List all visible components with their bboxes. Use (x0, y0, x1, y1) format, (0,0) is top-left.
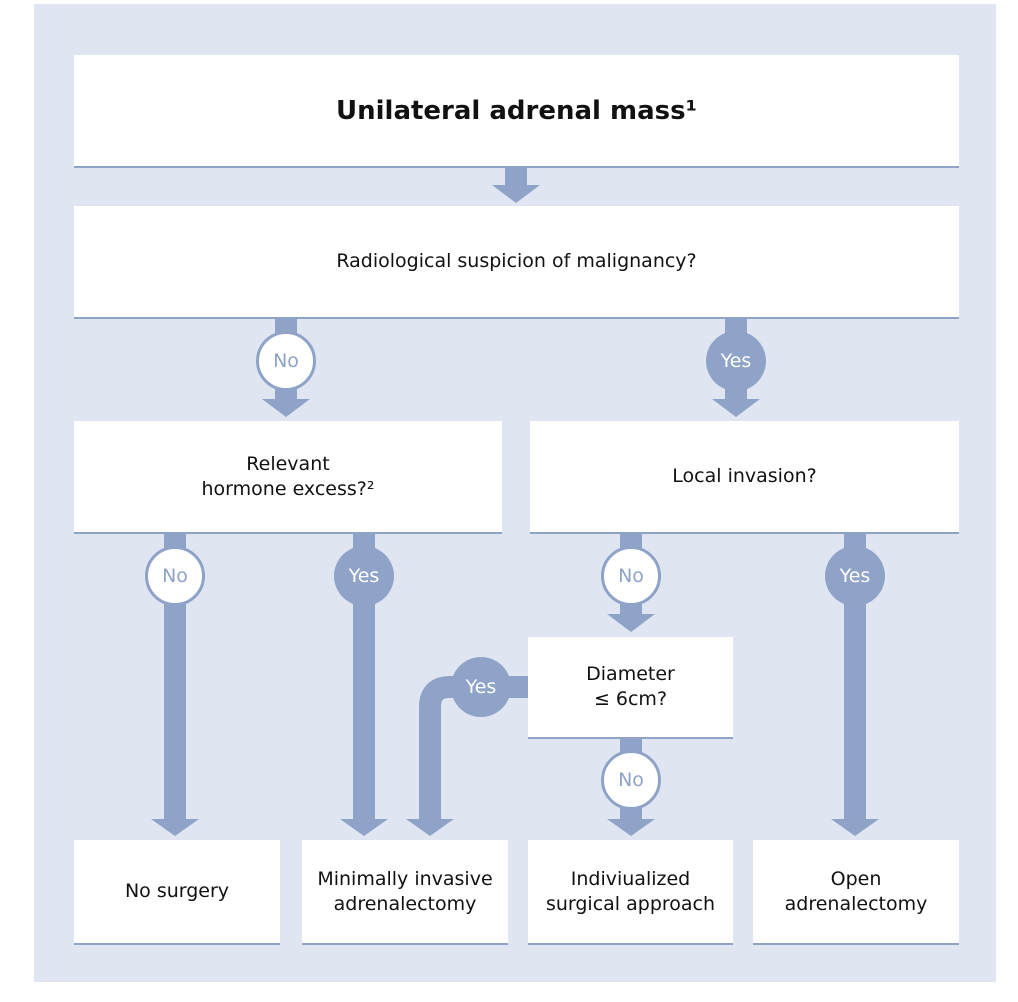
connector-title-to-malignancy (505, 166, 527, 188)
node-minimally-invasive-adrenalectomy-label: Minimally invasive adrenalectomy (317, 867, 493, 915)
edge-label-hormone-no: No (145, 546, 205, 606)
arrowhead-minimally-invasive (340, 819, 388, 836)
arrowhead-no-surgery (151, 819, 199, 836)
node-unilateral-adrenal-mass: Unilateral adrenal mass¹ (74, 55, 959, 166)
node-minimally-invasive-adrenalectomy: Minimally invasive adrenalectomy (302, 840, 508, 943)
edge-label-invasion-yes: Yes (825, 546, 885, 606)
node-individualized-surgical-approach: Indiviualized surgical approach (528, 840, 733, 943)
arrowhead-diameter (607, 614, 655, 632)
node-open-adrenalectomy: Open adrenalectomy (753, 840, 959, 943)
arrowhead-individualized (607, 819, 655, 836)
arrowhead-hormone (262, 399, 310, 417)
arrowhead-invasion (712, 399, 760, 417)
arrowhead-malignancy (492, 185, 540, 203)
connector-diameter-yes (419, 676, 528, 822)
node-diameter-question-label: Diameter ≤ 6cm? (586, 663, 675, 710)
node-hormone-question: Relevant hormone excess?² (74, 421, 502, 532)
edge-label-diameter-no: No (601, 750, 661, 810)
node-invasion-question: Local invasion? (530, 421, 959, 532)
node-malignancy-question-label: Radiological suspicion of malignancy? (336, 250, 697, 272)
node-diameter-question: Diameter ≤ 6cm? (528, 637, 733, 737)
node-invasion-question-label: Local invasion? (672, 465, 817, 487)
node-individualized-surgical-approach-label: Indiviualized surgical approach (545, 867, 716, 915)
edge-label-diameter-yes: Yes (451, 657, 511, 717)
node-no-surgery: No surgery (74, 840, 280, 943)
edge-label-hormone-yes: Yes (334, 546, 394, 606)
arrowhead-diameter-yes (406, 819, 454, 836)
edge-label-invasion-no: No (601, 546, 661, 606)
node-hormone-question-label: Relevant hormone excess?² (201, 452, 375, 500)
node-unilateral-adrenal-mass-label: Unilateral adrenal mass¹ (336, 95, 697, 126)
node-open-adrenalectomy-label: Open adrenalectomy (784, 867, 928, 915)
edge-label-malignancy-no: No (256, 331, 316, 391)
arrowhead-open-adrenalectomy (831, 819, 879, 836)
node-no-surgery-label: No surgery (124, 880, 230, 902)
edge-label-malignancy-yes: Yes (706, 331, 766, 391)
node-malignancy-question: Radiological suspicion of malignancy? (74, 206, 959, 317)
